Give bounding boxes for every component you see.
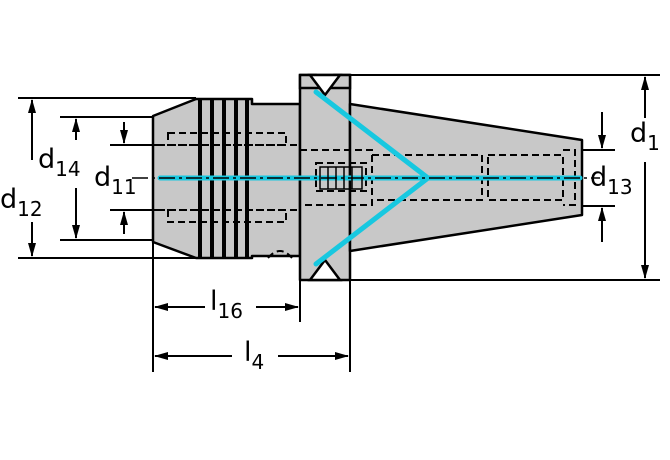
label-l4: l4 (244, 337, 264, 374)
thread-detail (319, 166, 363, 190)
label-d13: d13 (590, 162, 633, 199)
flange-notches (298, 73, 352, 282)
label-d11: d11 (94, 162, 137, 199)
label-d1: d1 (630, 118, 660, 155)
hidden-lines (158, 132, 576, 259)
dimension-labels: d12 d14 d11 d1 d13 l16 l4 (0, 118, 660, 374)
dimension-lines (18, 74, 660, 372)
label-l16: l16 (210, 286, 243, 323)
label-d12: d12 (0, 184, 43, 221)
label-d14: d14 (38, 144, 81, 181)
